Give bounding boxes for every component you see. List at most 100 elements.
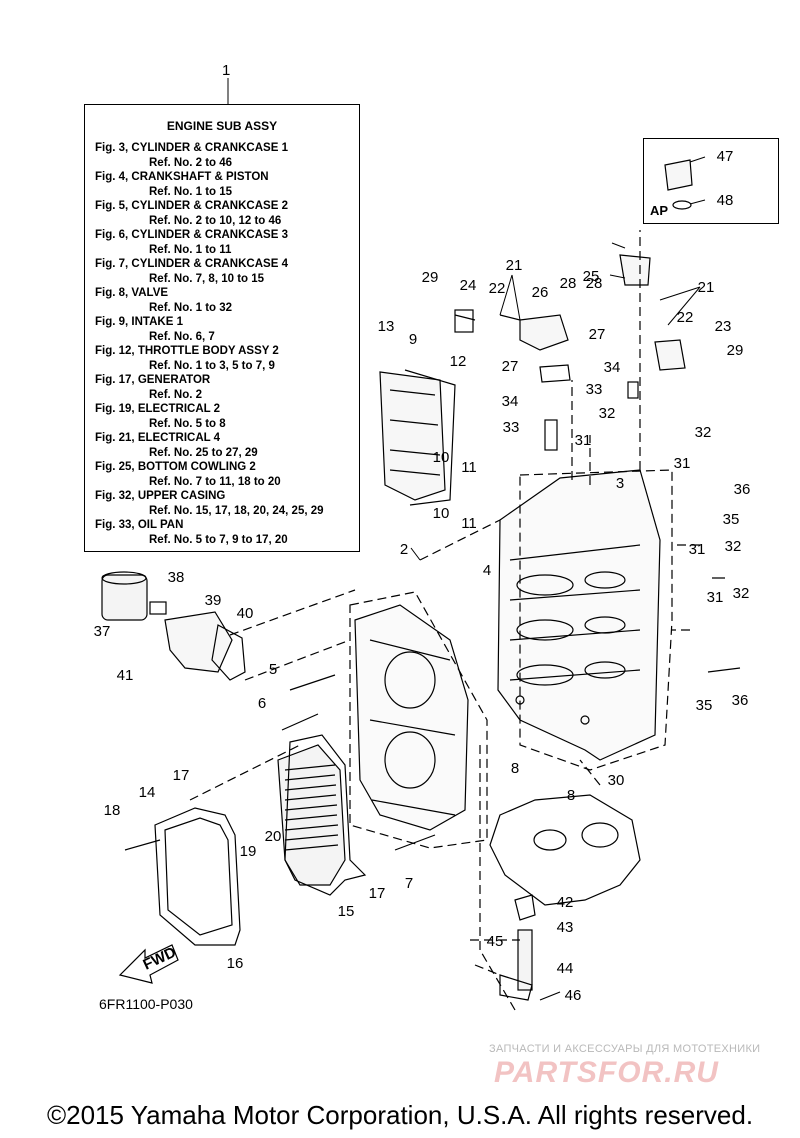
legend-entry: Fig. 12, THROTTLE BODY ASSY 2 Ref. No. 1 … bbox=[95, 344, 359, 373]
legend-fig: Fig. 4, CRANKSHAFT & PISTON bbox=[95, 171, 269, 183]
cover-gasket bbox=[154, 807, 241, 946]
crankcase-block bbox=[497, 469, 661, 761]
callout-number: 32 bbox=[733, 585, 750, 602]
legend-fig: Fig. 33, OIL PAN bbox=[95, 519, 184, 531]
callout-number: 30 bbox=[608, 772, 625, 789]
callout-number: 15 bbox=[338, 903, 355, 920]
callout-number: 38 bbox=[168, 569, 185, 586]
legend-entry: Fig. 9, INTAKE 1 Ref. No. 6, 7 bbox=[95, 315, 359, 344]
legend-entry: Fig. 8, VALVE Ref. No. 1 to 32 bbox=[95, 286, 359, 315]
legend-ref: Ref. No. 5 to 8 bbox=[149, 417, 226, 430]
callout-number: 18 bbox=[104, 802, 121, 819]
legend-fig: Fig. 12, THROTTLE BODY ASSY 2 bbox=[95, 345, 279, 357]
watermark-logo: PARTSFOR.RU bbox=[494, 1056, 719, 1089]
ap-box: AP bbox=[643, 138, 779, 224]
callout-number: 36 bbox=[732, 692, 749, 709]
legend-ref: Ref. No. 1 to 3, 5 to 7, 9 bbox=[149, 359, 275, 372]
legend-ref: Ref. No. 7, 8, 10 to 15 bbox=[149, 272, 265, 285]
callout-number: 8 bbox=[567, 787, 575, 804]
legend-fig: Fig. 17, GENERATOR bbox=[95, 374, 211, 386]
callout-number: 10 bbox=[433, 449, 450, 466]
callout-number: 6 bbox=[258, 695, 266, 712]
ap-label: AP bbox=[650, 203, 669, 218]
legend-fig: Fig. 21, ELECTRICAL 4 bbox=[95, 432, 221, 444]
legend-ref: Ref. No. 25 to 27, 29 bbox=[149, 446, 258, 459]
legend-entry: Fig. 19, ELECTRICAL 2 Ref. No. 5 to 8 bbox=[95, 402, 359, 431]
legend-entry: Fig. 4, CRANKSHAFT & PISTON Ref. No. 1 to… bbox=[95, 170, 359, 199]
oil-pan-gasket bbox=[489, 794, 641, 906]
legend-fig: Fig. 7, CYLINDER & CRANKCASE 4 bbox=[95, 258, 288, 270]
legend-ref: Ref. No. 1 to 11 bbox=[149, 243, 232, 256]
callout-number: 4 bbox=[483, 562, 491, 579]
callout-number: 34 bbox=[502, 393, 519, 410]
callout-number: 16 bbox=[227, 955, 244, 972]
callout-number: 26 bbox=[532, 284, 549, 301]
legend-ref: Ref. No. 15, 17, 18, 20, 24, 25, 29 bbox=[149, 504, 324, 517]
callout-number: 43 bbox=[557, 919, 574, 936]
ap-callout-number: 47 bbox=[717, 148, 734, 165]
callout-number: 35 bbox=[696, 697, 713, 714]
thermostat-cover bbox=[519, 314, 569, 351]
callout-number: 33 bbox=[503, 419, 520, 436]
callout-number: 44 bbox=[557, 960, 574, 977]
callout-number: 10 bbox=[433, 505, 450, 522]
callout-number: 17 bbox=[369, 885, 386, 902]
legend-ref: Ref. No. 7 to 11, 18 to 20 bbox=[149, 475, 281, 488]
engine-sub-assy-legend: ENGINE SUB ASSY Fig. 3, CYLINDER & CRANK… bbox=[84, 104, 360, 552]
callout-number: 29 bbox=[422, 269, 439, 286]
callout-number: 31 bbox=[575, 432, 592, 449]
callout-number: 39 bbox=[205, 592, 222, 609]
copyright: ©2015 Yamaha Motor Corporation, U.S.A. A… bbox=[46, 1100, 754, 1130]
callout-layer: 2345678891010111112131415161717181920212… bbox=[94, 148, 751, 1004]
callout-number: 22 bbox=[677, 309, 694, 326]
callout-number: 35 bbox=[723, 511, 740, 528]
callout-number: 27 bbox=[589, 326, 606, 343]
oil-filter bbox=[101, 574, 148, 621]
callout-number: 46 bbox=[565, 987, 582, 1004]
callout-number: 21 bbox=[506, 257, 523, 274]
callout-number: 27 bbox=[502, 358, 519, 375]
callout-number: 12 bbox=[450, 353, 467, 370]
legend-fig: Fig. 19, ELECTRICAL 2 bbox=[95, 403, 221, 415]
legend-fig: Fig. 8, VALVE bbox=[95, 287, 169, 299]
watermark-text: ЗАПЧАСТИ И АКСЕССУАРЫ ДЛЯ МОТОТЕХНИКИ bbox=[489, 1043, 761, 1055]
callout-number: 3 bbox=[616, 475, 624, 492]
callout-number: 36 bbox=[734, 481, 751, 498]
callout-number: 24 bbox=[460, 277, 477, 294]
callout-number: 31 bbox=[674, 455, 691, 472]
callout-number: 2 bbox=[400, 541, 408, 558]
legend-fig: Fig. 5, CYLINDER & CRANKCASE 2 bbox=[95, 200, 288, 212]
callout-number: 25 bbox=[583, 268, 600, 285]
legend-entry: Fig. 7, CYLINDER & CRANKCASE 4 Ref. No. 7… bbox=[95, 257, 359, 286]
callout-number: 33 bbox=[586, 381, 603, 398]
callout-number: 5 bbox=[269, 661, 277, 678]
legend-ref: Ref. No. 2 to 46 bbox=[149, 156, 233, 169]
legend-ref: Ref. No. 1 to 32 bbox=[149, 301, 233, 314]
callout-number: 45 bbox=[487, 933, 504, 950]
legend-ref: Ref. No. 6, 7 bbox=[149, 330, 215, 343]
legend-entry: Fig. 5, CYLINDER & CRANKCASE 2 Ref. No. 2… bbox=[95, 199, 359, 228]
legend-ref: Ref. No. 2 to 10, 12 to 46 bbox=[149, 214, 282, 227]
legend-ref: Ref. No. 5 to 7, 9 to 17, 20 bbox=[149, 533, 288, 546]
callout-number: 31 bbox=[689, 541, 706, 558]
legend-title: ENGINE SUB ASSY bbox=[166, 119, 278, 133]
callout-number: 37 bbox=[94, 623, 111, 640]
callout-number: 42 bbox=[557, 894, 574, 911]
callout-number: 32 bbox=[725, 538, 742, 555]
callout-number: 28 bbox=[560, 275, 577, 292]
callout-number: 22 bbox=[489, 280, 506, 297]
callout-number: 41 bbox=[117, 667, 134, 684]
legend-ref: Ref. No. 1 to 15 bbox=[149, 185, 233, 198]
callout-number: 31 bbox=[707, 589, 724, 606]
callout-number: 7 bbox=[405, 875, 413, 892]
legend-fig: Fig. 9, INTAKE 1 bbox=[95, 316, 183, 328]
head-cover-plate bbox=[379, 371, 446, 501]
callout-number: 28 bbox=[586, 275, 603, 292]
